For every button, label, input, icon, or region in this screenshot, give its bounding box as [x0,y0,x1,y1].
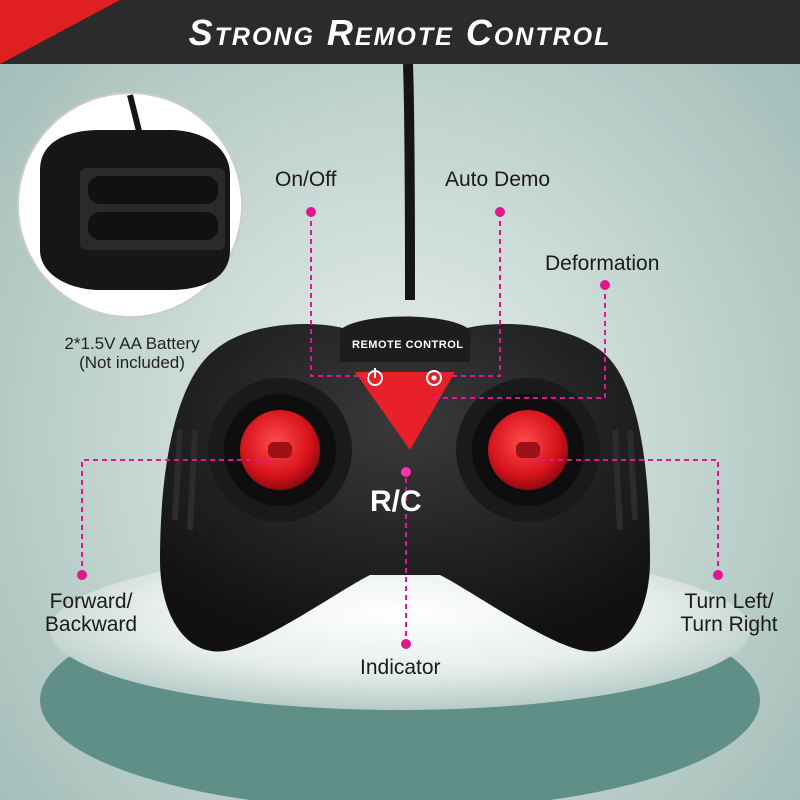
gear-icon [426,370,442,386]
label-on-off: On/Off [275,168,337,191]
controller-rc-text: R/C [370,485,422,518]
controller-brand-text: REMOTE CONTROL [352,339,464,351]
label-indicator: Indicator [360,656,441,679]
callout-lines [81,212,719,644]
battery-2 [88,212,218,240]
callout-dots [77,207,723,649]
red-v-panel [355,372,455,450]
center-plate [340,316,470,362]
label-forward-backward: Forward/ Backward [36,590,146,636]
indicator-led-icon [401,467,411,477]
label-forward-line1: Forward/ [49,590,133,613]
label-turn-line1: Turn Left/ [684,590,774,613]
label-deformation: Deformation [545,252,660,275]
battery-1 [88,176,218,204]
banner-title: Strong Remote Control [188,12,612,53]
banner-red-accent [0,0,120,64]
title-banner [0,0,800,64]
label-turn-left-right: Turn Left/ Turn Right [668,590,790,636]
label-forward-line2: Backward [44,613,138,636]
battery-caption: 2*1.5V AA Battery (Not included) [42,334,222,372]
label-auto-demo: Auto Demo [445,168,551,191]
power-icon [367,368,383,386]
battery-caption-line2: (Not included) [79,353,185,372]
label-turn-line2: Turn Right [680,613,778,636]
battery-caption-line1: 2*1.5V AA Battery [64,334,200,353]
antenna-cable [403,63,415,301]
